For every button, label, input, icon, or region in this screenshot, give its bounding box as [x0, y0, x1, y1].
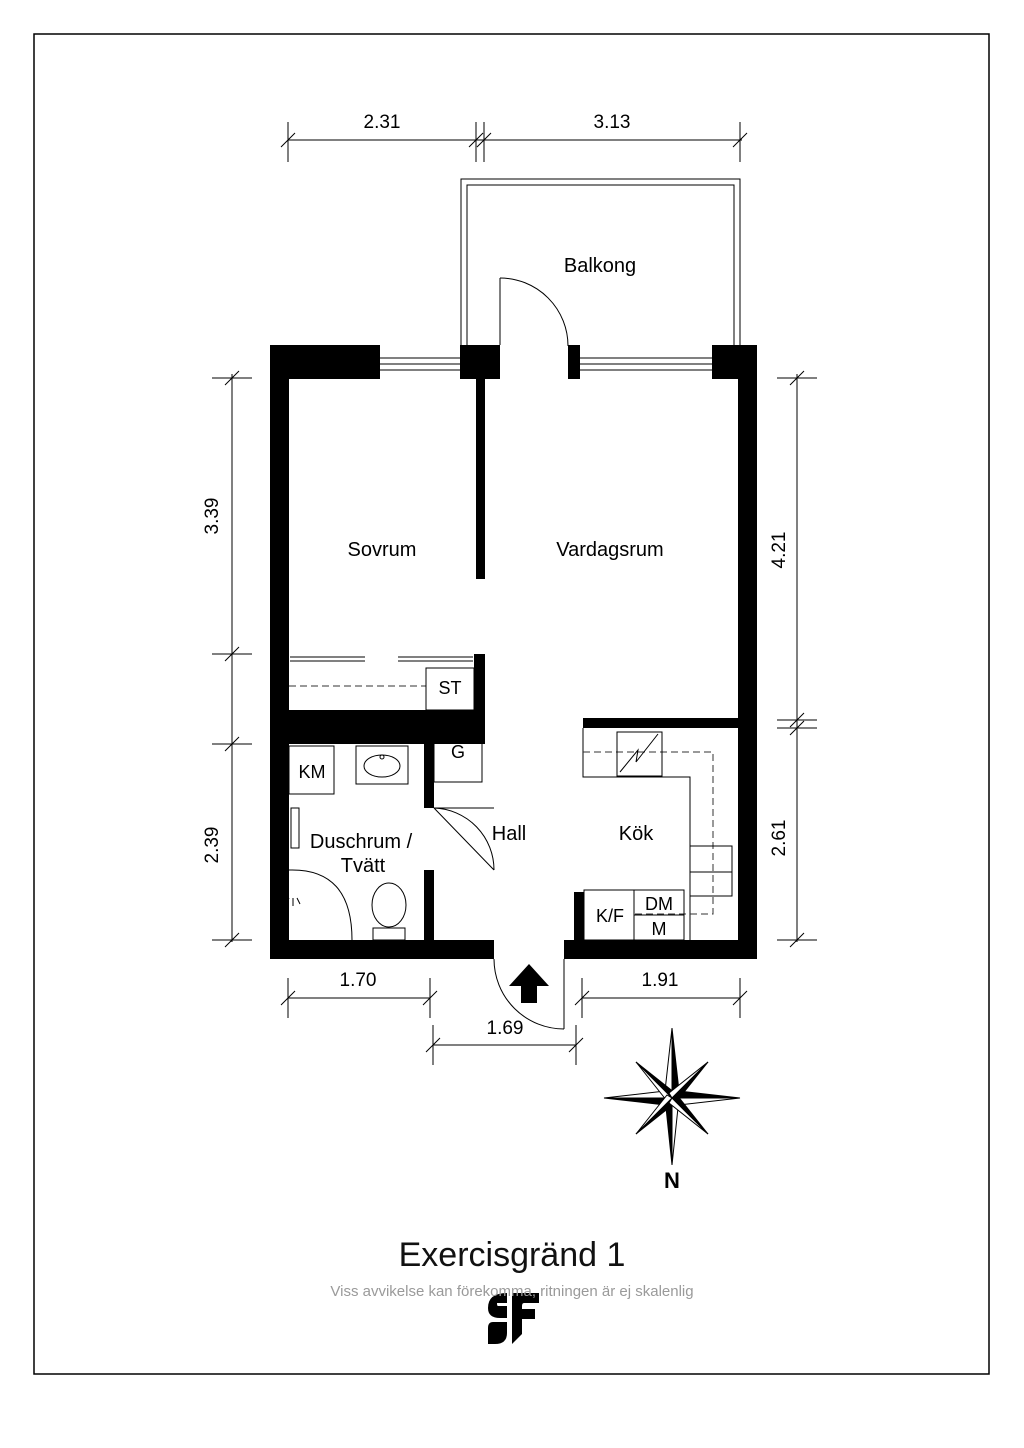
bathroom-fixtures — [285, 745, 409, 941]
disclaimer-text: Viss avvikelse kan förekomma, ritningen … — [330, 1283, 694, 1300]
dimension-top-left: 2.31 — [364, 112, 401, 133]
room-label-bedroom: Sovrum — [348, 539, 417, 561]
dimension-bottom-right: 1.91 — [642, 970, 679, 991]
fixture-label-microwave: M — [652, 919, 667, 939]
page-title: Exercisgränd 1 — [398, 1236, 626, 1274]
entrance-arrow-icon — [509, 964, 549, 1003]
room-label-hall: Hall — [492, 823, 526, 845]
fixture-label-storage: ST — [438, 678, 461, 698]
doors — [433, 277, 569, 1030]
dimension-bottom-left: 1.70 — [340, 970, 377, 991]
page-frame — [33, 33, 990, 1375]
balcony — [460, 178, 741, 346]
dimension-right-upper: 4.21 — [769, 532, 790, 569]
fixture-label-washing-machine: KM — [299, 762, 326, 782]
fixture-label-closet: G — [451, 742, 465, 762]
dimension-lines — [212, 122, 817, 1065]
room-label-bathroom-line2: Tvätt — [341, 855, 386, 877]
hall-closet — [433, 721, 483, 783]
dimension-left-upper: 3.39 — [202, 498, 223, 535]
windows — [380, 357, 712, 371]
room-label-bathroom-line1: Duschrum / — [310, 831, 413, 853]
walls — [270, 345, 757, 959]
compass-rose-icon — [603, 1027, 741, 1166]
room-label-balcony: Balkong — [564, 255, 636, 277]
company-logo — [488, 1293, 539, 1344]
room-label-living-room: Vardagsrum — [556, 539, 663, 561]
compass-north-label: N — [664, 1168, 680, 1193]
dimension-top-right: 3.13 — [594, 112, 631, 133]
kitchen-counter — [582, 728, 733, 941]
bedroom-closet — [289, 656, 475, 711]
fixture-label-dishwasher: DM — [645, 894, 673, 914]
dimension-left-lower: 2.39 — [202, 827, 223, 864]
dimension-right-lower: 2.61 — [769, 820, 790, 857]
fixture-label-fridge-freezer: K/F — [596, 906, 624, 926]
room-label-kitchen: Kök — [619, 823, 654, 845]
dimension-bottom-entrance: 1.69 — [487, 1018, 524, 1039]
